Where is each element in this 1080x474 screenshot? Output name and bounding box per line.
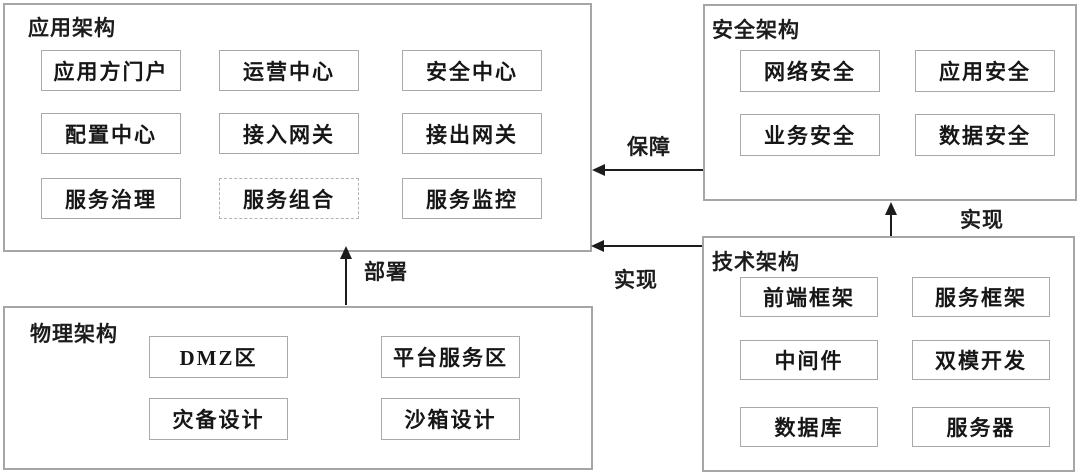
- group-title-security: 安全架构: [712, 18, 800, 42]
- realize-app-arrowhead-icon: [591, 240, 604, 252]
- item-security-center: 安全中心: [402, 50, 542, 91]
- item-server: 服务器: [912, 407, 1050, 447]
- item-platform-service-zone: 平台服务区: [381, 336, 520, 378]
- physical-architecture-group: 物理架构 DMZ区 平台服务区 灾备设计 沙箱设计: [3, 306, 593, 470]
- item-dmz-zone: DMZ区: [149, 336, 288, 378]
- item-business-security: 业务安全: [740, 114, 880, 156]
- item-dual-mode-dev: 双模开发: [912, 340, 1050, 380]
- deploy-arrowhead-icon: [340, 246, 352, 259]
- item-sandbox-design: 沙箱设计: [381, 398, 520, 440]
- item-data-security: 数据安全: [915, 114, 1055, 156]
- realize-security-arrowhead-icon: [885, 202, 897, 215]
- item-network-security: 网络安全: [740, 50, 880, 92]
- item-outbound-gateway: 接出网关: [402, 113, 542, 154]
- realize-security-arrow-label: 实现: [960, 208, 1004, 232]
- realize-app-arrow-line: [603, 245, 702, 247]
- deploy-arrow-line: [345, 258, 347, 305]
- group-title-physical: 物理架构: [30, 322, 118, 346]
- item-inbound-gateway: 接入网关: [219, 113, 359, 154]
- item-service-framework: 服务框架: [912, 277, 1050, 317]
- item-application-security: 应用安全: [915, 50, 1055, 92]
- realize-app-arrow-label: 实现: [614, 268, 658, 292]
- item-service-monitoring: 服务监控: [402, 178, 542, 219]
- item-config-center: 配置中心: [41, 113, 181, 154]
- realize-security-arrow-line: [890, 214, 892, 236]
- guarantee-arrowhead-icon: [592, 164, 605, 176]
- application-architecture-group: 应用架构 应用方门户 运营中心 安全中心 配置中心 接入网关 接出网关 服务治理…: [3, 3, 592, 252]
- item-middleware: 中间件: [740, 340, 878, 380]
- item-database: 数据库: [740, 407, 878, 447]
- item-disaster-recovery-design: 灾备设计: [149, 398, 288, 440]
- item-operation-center: 运营中心: [219, 50, 359, 91]
- guarantee-arrow-label: 保障: [627, 135, 671, 159]
- group-title-application: 应用架构: [28, 16, 116, 40]
- item-service-governance: 服务治理: [41, 178, 181, 219]
- item-frontend-framework: 前端框架: [740, 277, 878, 317]
- security-architecture-group: 安全架构 网络安全 应用安全 业务安全 数据安全: [703, 4, 1077, 201]
- guarantee-arrow-line: [604, 169, 703, 171]
- deploy-arrow-label: 部署: [364, 260, 408, 284]
- technical-architecture-group: 技术架构 前端框架 服务框架 中间件 双模开发 数据库 服务器: [702, 236, 1075, 472]
- item-service-composition: 服务组合: [219, 178, 359, 219]
- group-title-technical: 技术架构: [712, 250, 800, 274]
- item-app-portal: 应用方门户: [41, 50, 181, 91]
